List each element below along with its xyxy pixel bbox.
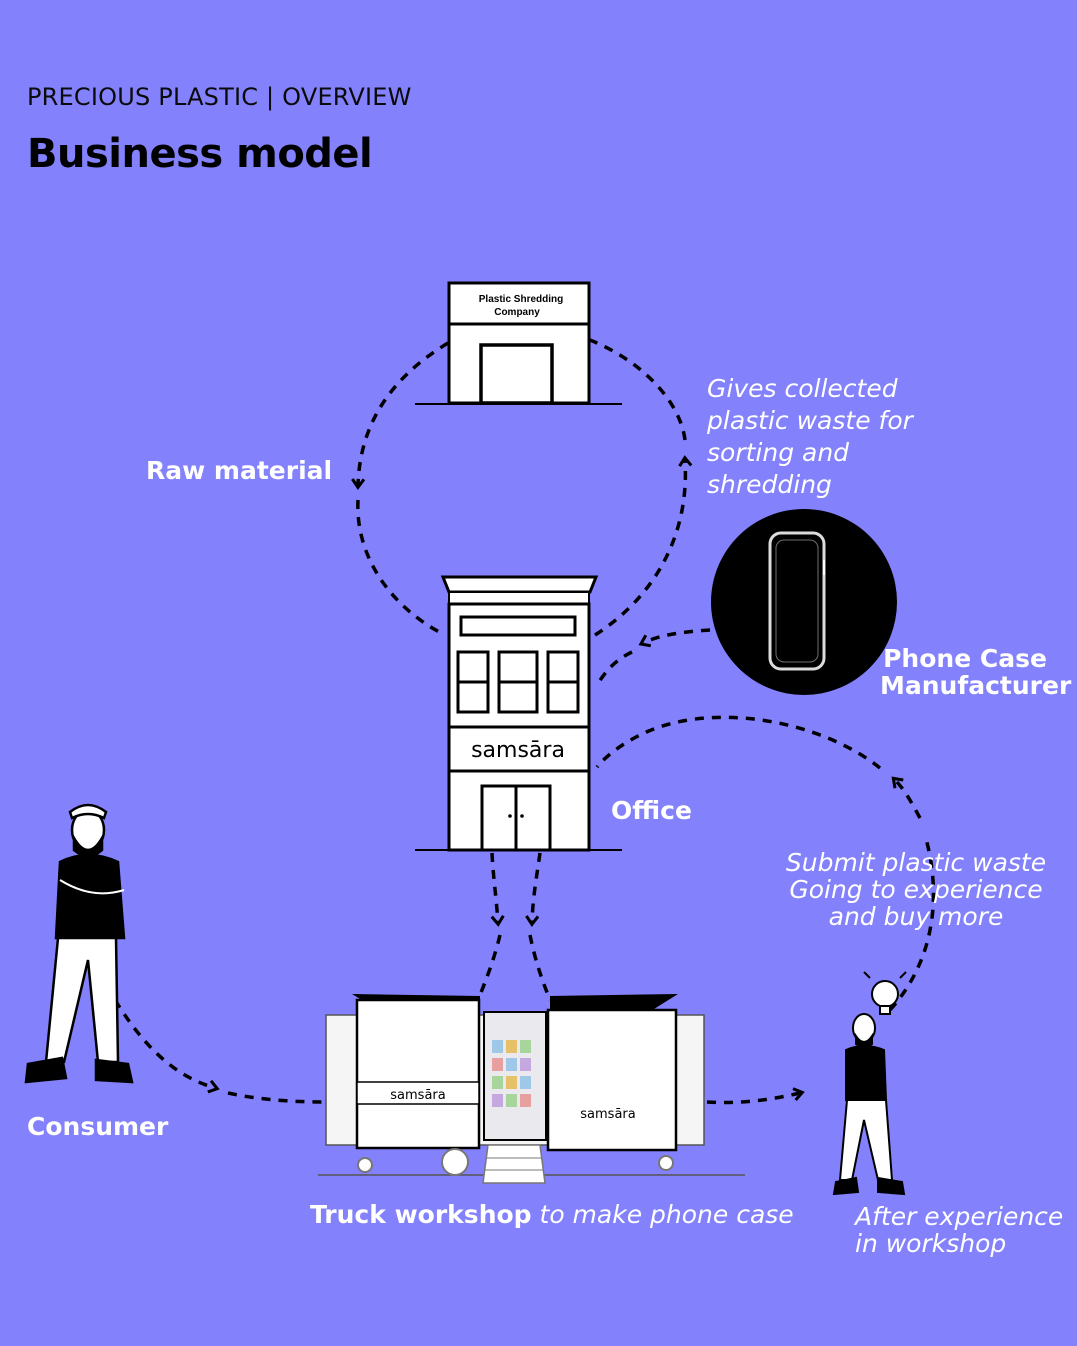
phone-case-manufacturer-label: Phone Case Manufacturer [880,644,1072,700]
submit-note-line: Going to experience [789,875,1043,904]
arrow-truck-to-office-right [528,934,552,1001]
truck-brand-left: samsāra [390,1088,445,1103]
phone-case-icon [711,509,897,695]
truck-label-bold: Truck workshop [310,1200,532,1229]
truck-workshop-label: Truck workshop to make phone case [310,1200,794,1229]
arrow-truck-to-office-left [476,934,502,1001]
arrow-submit-to-office [595,715,882,770]
gives-note-line: plastic waste for [707,406,913,435]
arrow-office-from-manufacturer [595,650,633,686]
consumer-figure [24,803,134,1084]
office-building: samsāra [415,575,622,852]
arrow-consumer-to-truck-tail [227,1091,326,1104]
gives-note-line: sorting and [707,438,850,467]
arrow-office-to-truck-left [490,852,498,922]
phone-case-label-line1: Phone Case [883,644,1047,673]
arrow-gives-to-shredder [589,338,687,441]
arrow-manufacturer-to-office [643,628,711,643]
after-note-line: in workshop [855,1229,1007,1258]
raw-material-label: Raw material [146,456,333,485]
arrow-submit-up [895,780,922,819]
phone-case-label-line2: Manufacturer [880,671,1072,700]
shredder-sign-line2: Company [494,307,540,318]
arrow-shredder-to-raw-material [358,341,449,485]
truck-brand-right: samsāra [580,1107,635,1122]
shredding-company-building: Plastic Shredding Company [415,281,622,405]
office-brand: samsāra [471,738,565,763]
arrow-raw-material-to-office [356,499,446,637]
gives-note: Gives collected plastic waste for sortin… [707,373,913,501]
page-title: Business model [27,131,373,177]
gives-note-line: Gives collected [707,374,898,403]
truck-workshop: samsāra samsāra [318,994,745,1184]
consumer-label: Consumer [27,1112,169,1141]
arrow-office-to-gives [594,460,685,637]
submit-note-line: Submit plastic waste [785,848,1047,877]
product-shelves [492,1040,531,1107]
arrow-consumer-to-truck [113,999,215,1088]
after-note: After experience in workshop [855,1203,1063,1257]
submit-note: Submit plastic waste Going to experience… [785,849,1047,930]
arrow-truck-to-after [706,1093,800,1105]
eyebrow-heading: PRECIOUS PLASTIC | OVERVIEW [27,83,412,111]
arrow-office-to-truck-right [532,852,542,922]
office-label: Office [611,796,692,825]
flow-arrows [113,338,936,1105]
arrow-after-to-submit [888,834,936,1012]
truck-label-rest: to make phone case [539,1200,794,1229]
after-experience-figure [832,971,907,1196]
shredder-sign-line1: Plastic Shredding [479,294,563,305]
gives-note-line: shredding [707,470,832,499]
after-note-line: After experience [855,1202,1064,1231]
submit-note-line: and buy more [828,902,1004,931]
